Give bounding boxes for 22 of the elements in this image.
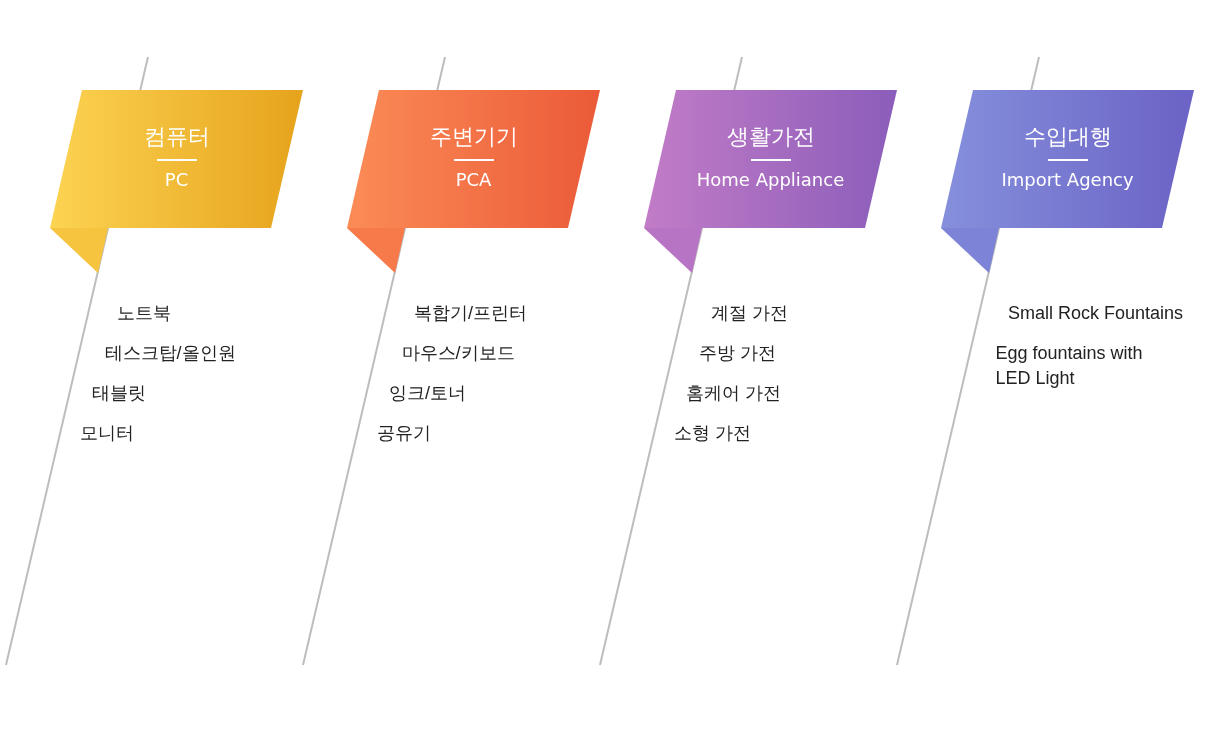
- category-item: Small Rock Fountains: [1008, 302, 1184, 325]
- category-item: 계절 가전: [711, 302, 788, 325]
- category-item: 테스크탑/올인원: [104, 342, 236, 365]
- banner-heading: 컴퓨터: [142, 123, 211, 151]
- banner-subheading: PC: [163, 169, 190, 190]
- banner-subheading: Home Appliance: [695, 169, 846, 190]
- category-item: 공유기: [376, 422, 431, 445]
- banner-subheading: PCA: [454, 169, 493, 190]
- banner-heading: 수입대행: [1022, 123, 1113, 151]
- category-item: 태블릿: [92, 382, 146, 405]
- category-item: 홈케어 가전: [686, 382, 781, 405]
- category-item: 마우스/키보드: [401, 342, 515, 365]
- category-item: 잉크/토너: [389, 382, 466, 405]
- category-item: 복합기/프린터: [414, 302, 527, 325]
- category-item: 주방 가전: [698, 342, 776, 365]
- category-item: 노트북: [117, 302, 171, 325]
- banner-heading: 생활가전: [725, 123, 816, 151]
- banner-subheading: Import Agency: [1000, 169, 1135, 190]
- category-item: 소형 가전: [673, 422, 751, 445]
- category-item: 모니터: [79, 422, 134, 445]
- banner-heading: 주변기기: [428, 123, 519, 151]
- category-item: Egg fountains with LED Light: [995, 342, 1144, 390]
